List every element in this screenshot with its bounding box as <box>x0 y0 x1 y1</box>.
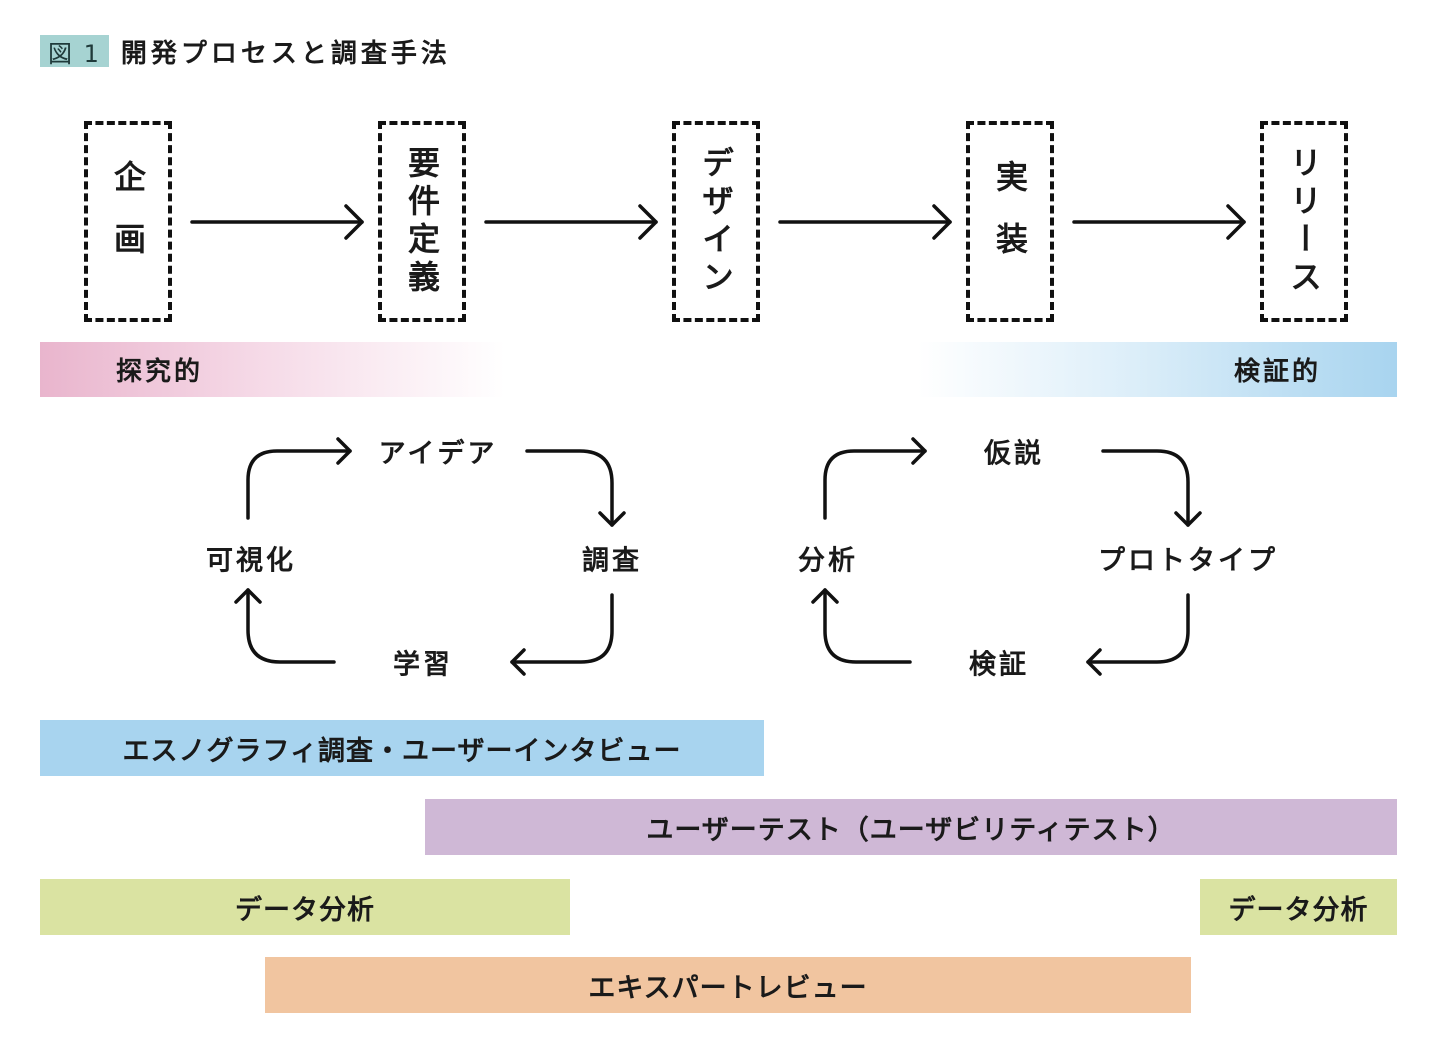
method-label: エスノグラフィ調査・ユーザーインタビュー <box>122 735 682 767</box>
cycle-exploratory-arrows <box>234 437 626 676</box>
figure-heading: 開発プロセスと調査手法 <box>120 38 451 69</box>
exploratory-band: 探究的 <box>40 342 505 397</box>
arrow-requirements-to-design <box>484 204 658 240</box>
method-label: データ分析 <box>235 894 375 926</box>
cycle-arrow-to-prototype <box>1101 449 1190 527</box>
cycle-label-idea: アイデア <box>378 438 498 470</box>
cycle-arrow-to-research <box>525 449 614 527</box>
method-user-test: ユーザーテスト（ユーザビリティテスト） <box>425 799 1397 855</box>
cycle-arrow-to-analysis <box>823 588 912 664</box>
cycle-label-verification: 検証 <box>969 649 1029 681</box>
method-label: データ分析 <box>1228 894 1369 926</box>
stage-release: リリース <box>1260 121 1348 322</box>
cycle-label-visualize: 可視化 <box>206 545 296 577</box>
cycle-arrow-to-hypothesis <box>823 449 927 520</box>
cycle-label-hypothesis: 仮説 <box>984 438 1044 470</box>
validation-band: 検証的 <box>918 342 1397 397</box>
method-label: ユーザーテスト（ユーザビリティテスト） <box>646 814 1176 846</box>
stage-label: 要件定義 <box>403 145 441 298</box>
method-ethnography-interview: エスノグラフィ調査・ユーザーインタビュー <box>40 720 764 776</box>
cycle-label-prototype: プロトタイプ <box>1098 545 1278 577</box>
figure-title: 図 1 開発プロセスと調査手法 <box>40 34 451 69</box>
method-label: エキスパートレビュー <box>588 972 868 1004</box>
cycle-arrow-to-visualize <box>246 588 336 664</box>
stage-requirements: 要件定義 <box>378 121 466 322</box>
cycle-arrow-to-idea <box>246 449 352 520</box>
cycle-label-research: 調査 <box>582 545 642 577</box>
arrow-implementation-to-release <box>1072 204 1246 240</box>
exploratory-label: 探究的 <box>116 357 204 387</box>
validation-label: 検証的 <box>1233 357 1321 387</box>
stage-label: デザイン <box>697 145 735 298</box>
cycle-arrow-to-verification <box>1086 593 1190 664</box>
cycle-arrow-to-learning <box>510 593 614 664</box>
arrow-planning-to-requirements <box>190 204 364 240</box>
method-expert-review: エキスパートレビュー <box>265 957 1191 1013</box>
arrow-design-to-implementation <box>778 204 952 240</box>
stage-design: デザイン <box>672 121 760 322</box>
stage-label: 企画 <box>109 159 147 284</box>
stage-implementation: 実装 <box>966 121 1054 322</box>
stage-label: 実装 <box>991 159 1029 284</box>
cycle-label-learning: 学習 <box>393 649 453 681</box>
method-data-analysis-early: データ分析 <box>40 879 570 935</box>
method-data-analysis-late: データ分析 <box>1200 879 1397 935</box>
stage-label: リリース <box>1285 145 1323 298</box>
cycle-label-analysis: 分析 <box>798 545 858 577</box>
stage-planning: 企画 <box>84 121 172 322</box>
cycle-validation-arrows <box>811 437 1202 676</box>
figure-label: 図 1 <box>40 35 109 68</box>
